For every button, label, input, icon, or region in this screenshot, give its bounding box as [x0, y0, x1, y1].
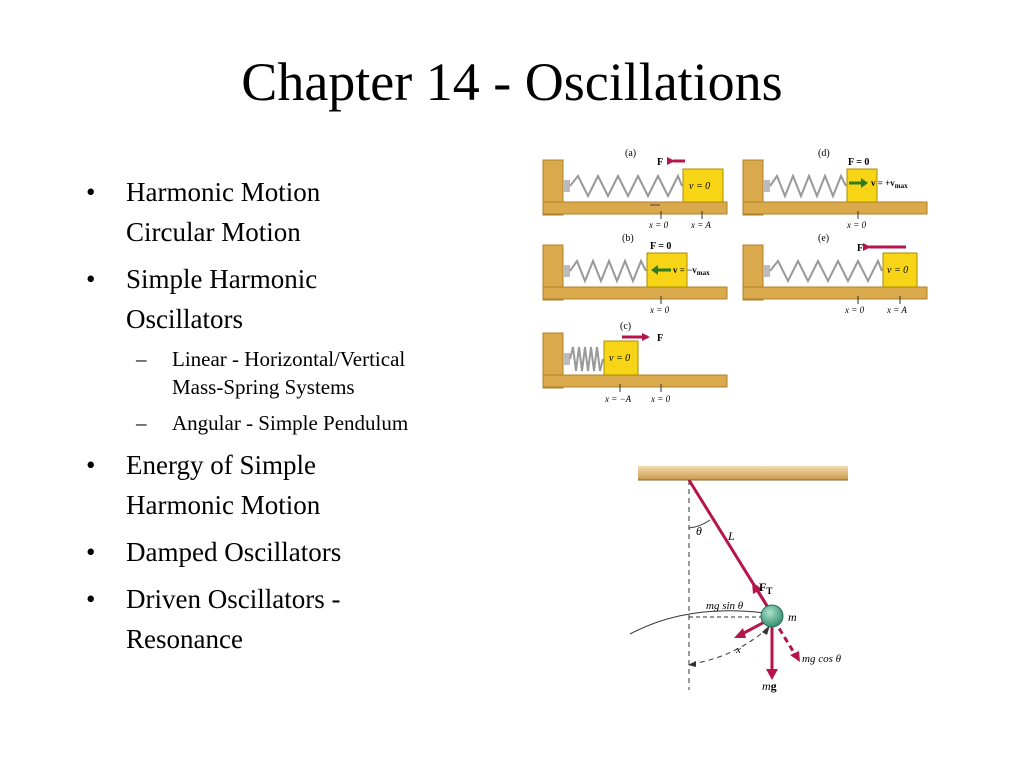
force-label: F [857, 243, 863, 254]
force-label: F = 0 [848, 157, 869, 168]
bullet-list: Harmonic Motion Circular Motion Simple H… [86, 172, 506, 666]
force-label: F [657, 157, 663, 168]
length-label: L [727, 529, 735, 543]
force-label: F = 0 [650, 241, 671, 252]
bullet-item: Energy of Simple Harmonic Motion [86, 445, 506, 525]
spring-panel-b: (b) F = 0 v = −vmax x = 0 [542, 233, 728, 315]
tick-label: x = A [690, 220, 711, 230]
bullet-line: Damped Oscillators [126, 537, 342, 567]
bullet-item: Driven Oscillators - Resonance [86, 579, 506, 659]
spring-panel-c: (c) F v = 0 x = −A x = 0 [542, 321, 728, 404]
tick-label: x = 0 [650, 394, 671, 404]
bullet-line: Simple Harmonic [126, 264, 318, 294]
theta-label: θ [696, 524, 702, 538]
radial-force-label: mg cos θ [802, 653, 842, 665]
bullet-line: Circular Motion [126, 217, 301, 247]
sub-bullet-line: Mass-Spring Systems [172, 375, 355, 399]
sub-bullet-item: Linear - Horizontal/Vertical Mass-Spring… [126, 345, 506, 401]
sub-bullet-list: Linear - Horizontal/Vertical Mass-Spring… [126, 345, 506, 437]
panel-tag: (b) [622, 233, 634, 244]
spring-figure: (a) F v = 0 x = 0 x = A (b) F = 0 v = −v… [542, 148, 928, 404]
bullet-line: Energy of Simple [126, 450, 316, 480]
sub-bullet-line: Angular - Simple Pendulum [172, 411, 409, 435]
bullet-line: Oscillators [126, 304, 243, 334]
tick-label: x = A [886, 305, 907, 315]
velocity-label: v = 0 [609, 353, 630, 364]
panel-tag: (d) [818, 148, 830, 159]
tangential-force-label: mg sin θ [706, 600, 744, 612]
sub-bullet-item: Angular - Simple Pendulum [126, 409, 506, 437]
arc-length-label: x [735, 644, 741, 656]
spring-panel-a: (a) F v = 0 x = 0 x = A [542, 148, 728, 230]
slide-title: Chapter 14 - Oscillations [241, 52, 783, 112]
velocity-label: v = −vmax [673, 265, 710, 277]
tension-label: FT [759, 580, 772, 596]
spring-panel-d: (d) F = 0 v = +vmax x = 0 [742, 148, 928, 230]
force-label: F [657, 333, 663, 344]
bullet-line: Harmonic Motion [126, 177, 321, 207]
sub-bullet-line: Linear - Horizontal/Vertical [172, 347, 406, 371]
tick-label: x = 0 [846, 220, 867, 230]
velocity-label: v = 0 [689, 181, 710, 192]
mass-label: m [788, 610, 797, 624]
pendulum-figure: θ L FT m mg sin θ mg cos θ x mg [630, 466, 848, 693]
velocity-label: v = +vmax [871, 178, 908, 190]
bullet-line: Resonance [126, 624, 243, 654]
panel-tag: (e) [818, 233, 829, 244]
pendulum-diagram: θ L FT m mg sin θ mg cos θ x mg [630, 466, 848, 693]
bullet-item: Harmonic Motion Circular Motion [86, 172, 506, 252]
velocity-label: v = 0 [887, 265, 908, 276]
bullet-item: Simple Harmonic Oscillators Linear - Hor… [86, 259, 506, 437]
tick-label: x = 0 [844, 305, 865, 315]
tick-label: x = 0 [649, 305, 670, 315]
tick-label: x = −A [604, 394, 632, 404]
bullet-line: Harmonic Motion [126, 490, 321, 520]
tick-label: x = 0 [648, 220, 669, 230]
panel-tag: (c) [620, 321, 631, 332]
spring-panel-e: (e) F v = 0 x = 0 x = A [742, 233, 928, 315]
pendulum-bob [760, 604, 784, 628]
weight-label: mg [762, 679, 777, 693]
panel-tag: (a) [625, 148, 636, 159]
bullet-item: Damped Oscillators [86, 532, 506, 572]
bullet-line: Driven Oscillators - [126, 584, 341, 614]
